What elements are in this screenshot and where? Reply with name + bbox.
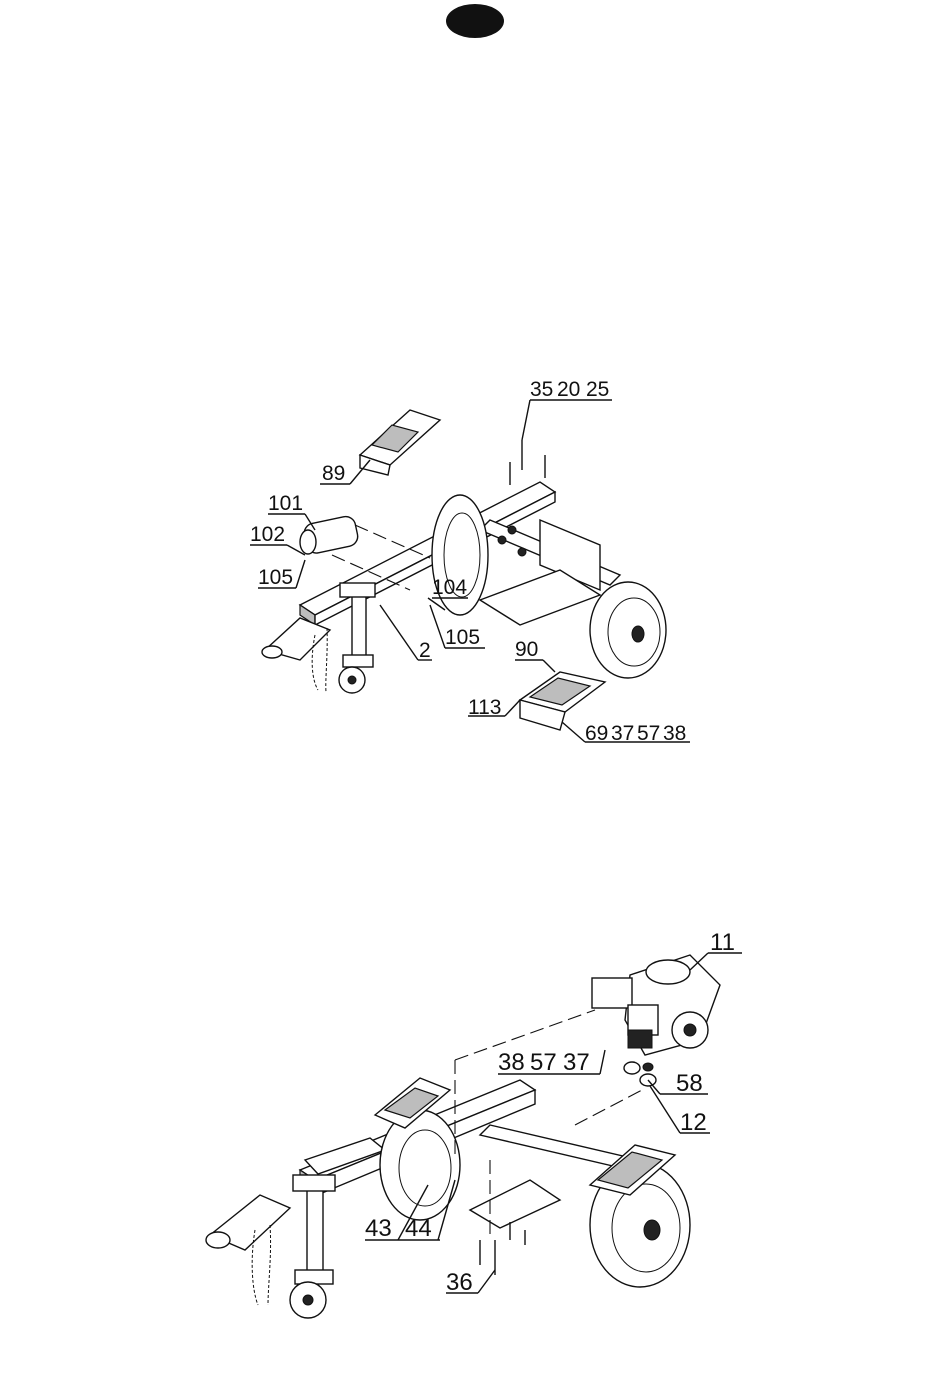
callout-102: 102 [250,523,285,546]
callout-105b: 105 [445,626,480,649]
callout-44: 44 [405,1215,432,1242]
callout-36: 36 [446,1269,473,1296]
callout-90: 90 [515,638,538,661]
callout-57: 57 [530,1049,557,1076]
callout-57: 57 [637,722,660,745]
callout-25: 25 [586,378,609,401]
callout-43: 43 [365,1215,392,1242]
callout-104: 104 [432,576,467,599]
fender-89 [360,410,440,475]
callout-105: 105 [258,566,293,589]
bolts-36 [480,1222,525,1275]
callout-101: 101 [268,492,303,515]
callout-69: 69 [585,722,608,745]
callout-35: 35 [530,378,553,401]
callout-12: 12 [680,1109,707,1136]
callout-58: 58 [676,1070,703,1097]
callout-113: 113 [468,696,501,719]
callout-20: 20 [557,378,580,401]
wheel-right-top [590,582,666,678]
callout-38: 38 [663,722,686,745]
assembly-diagram-top: 35 20 25 89 101 102 105 104 2 105 90 113… [0,370,950,770]
callout-37: 37 [563,1049,590,1076]
callout-89: 89 [322,462,345,485]
callout-37: 37 [611,722,634,745]
page-marker-badge [446,4,504,38]
callout-11: 11 [710,929,735,956]
assembly-diagram-bottom: 11 38 57 37 58 12 43 44 36 [0,920,950,1340]
callout-38: 38 [498,1049,525,1076]
spacers-58-12 [624,1062,656,1086]
engine-11 [592,955,720,1055]
callout-2: 2 [419,639,431,662]
